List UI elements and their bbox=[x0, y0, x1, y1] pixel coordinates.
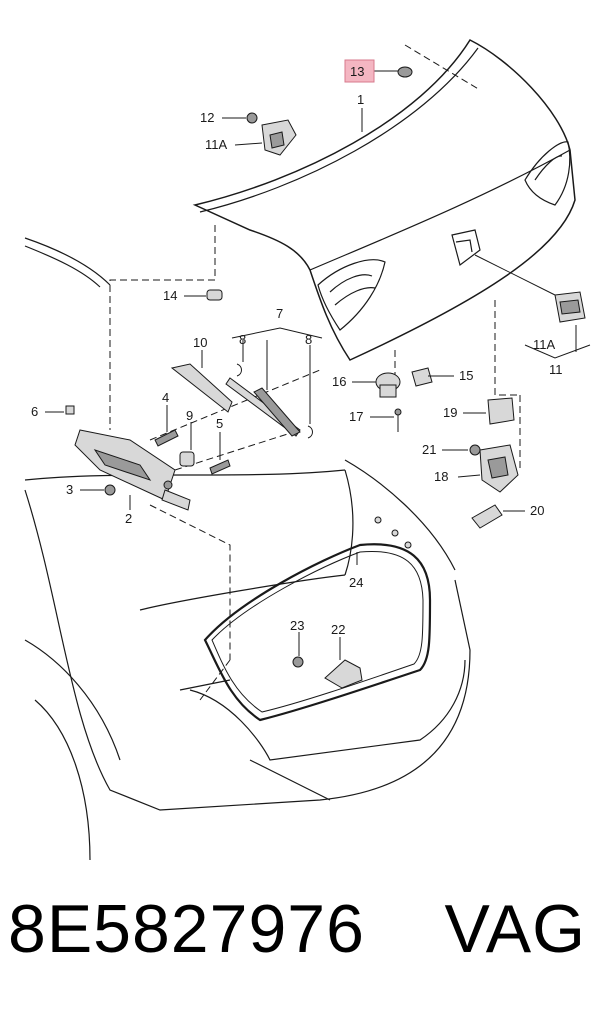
parts-diagram: 13 1 12 11A 14 7 10 8 8 16 15 6 4 9 5 17… bbox=[24, 39, 591, 860]
reference-lines bbox=[109, 44, 521, 701]
callout-20: 20 bbox=[530, 503, 544, 518]
callout-5: 5 bbox=[216, 416, 223, 431]
callout-23: 23 bbox=[290, 618, 304, 633]
callout-2: 2 bbox=[125, 511, 132, 526]
callout-11a-top: 11A bbox=[205, 137, 227, 152]
left-car-outline bbox=[24, 237, 111, 288]
callout-21: 21 bbox=[422, 442, 436, 457]
callout-8-right: 8 bbox=[305, 332, 312, 347]
trunk-lid bbox=[192, 39, 576, 361]
part-number: 8E5827976 bbox=[8, 891, 365, 967]
callout-24: 24 bbox=[349, 575, 363, 590]
callout-13: 13 bbox=[350, 64, 364, 79]
callout-labels: 13 1 12 11A 14 7 10 8 8 16 15 6 4 9 5 17… bbox=[31, 64, 563, 637]
callout-14: 14 bbox=[163, 288, 177, 303]
callout-19: 19 bbox=[443, 405, 457, 420]
callout-1: 1 bbox=[357, 92, 364, 107]
callout-11a-right: 11A bbox=[533, 337, 555, 352]
callout-7: 7 bbox=[276, 306, 283, 321]
car-body bbox=[24, 459, 471, 860]
callout-22: 22 bbox=[331, 622, 345, 637]
callout-13-highlight bbox=[344, 59, 375, 83]
callout-17: 17 bbox=[349, 409, 363, 424]
callout-4: 4 bbox=[162, 390, 169, 405]
callout-10: 10 bbox=[193, 335, 207, 350]
trunk-seal bbox=[203, 543, 432, 722]
callout-15: 15 bbox=[459, 368, 473, 383]
callout-3: 3 bbox=[66, 482, 73, 497]
parts bbox=[65, 66, 586, 689]
callout-6: 6 bbox=[31, 404, 38, 419]
callout-11: 11 bbox=[549, 362, 563, 377]
leader-lines bbox=[45, 70, 591, 660]
brand-label: VAG bbox=[444, 891, 586, 967]
callout-16: 16 bbox=[332, 374, 346, 389]
callout-18: 18 bbox=[434, 469, 448, 484]
callout-9: 9 bbox=[186, 408, 193, 423]
callout-8-left: 8 bbox=[239, 332, 246, 347]
callout-12: 12 bbox=[200, 110, 214, 125]
